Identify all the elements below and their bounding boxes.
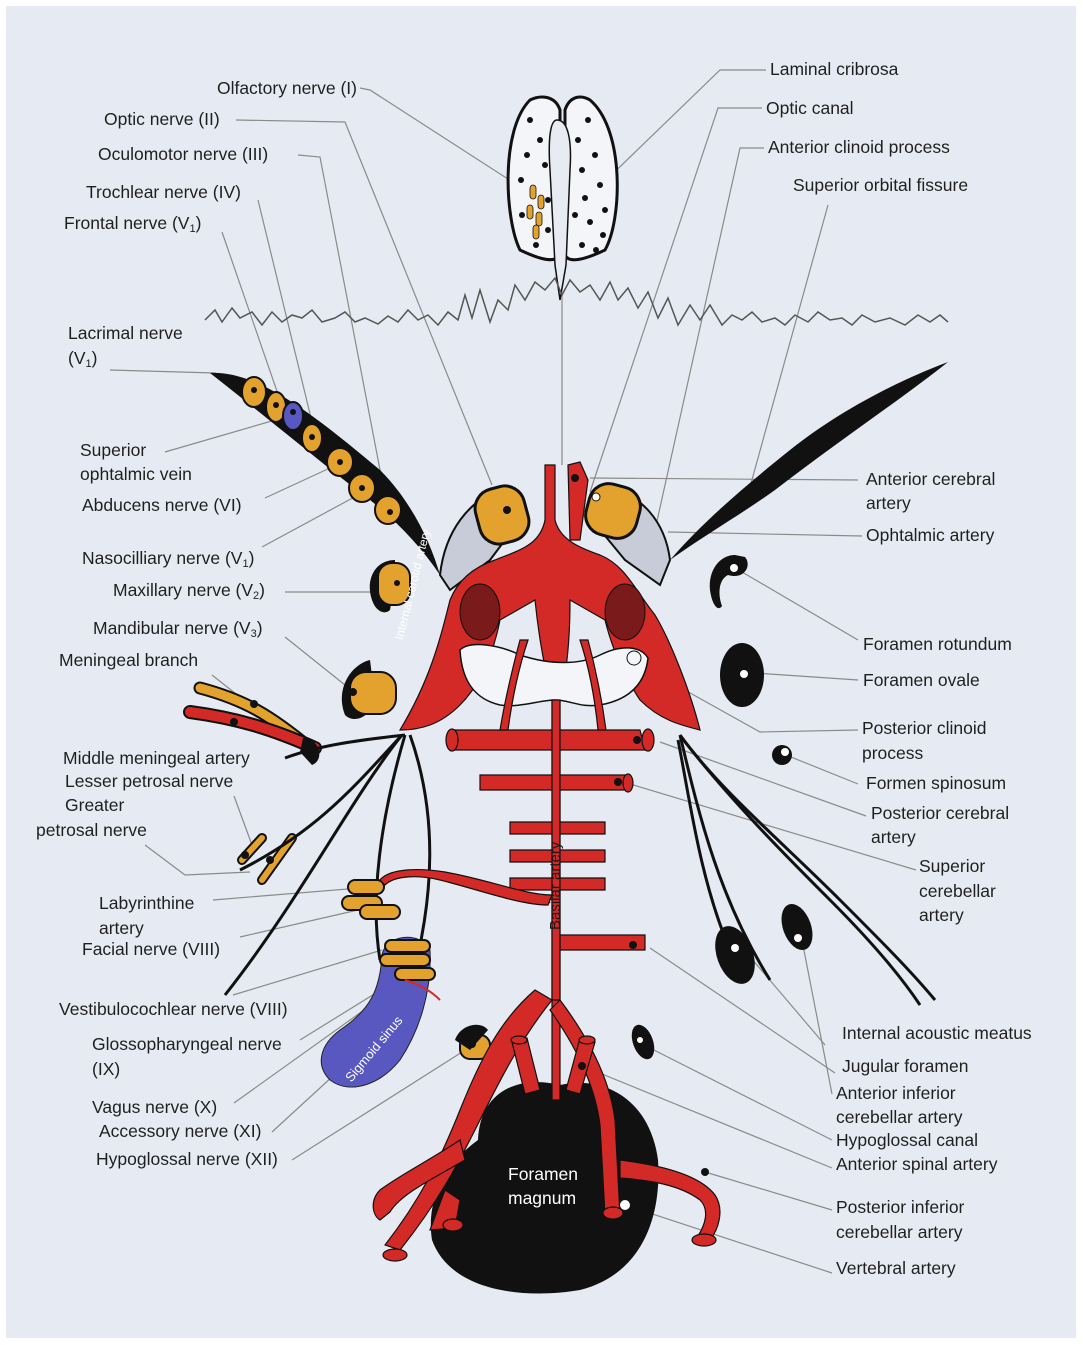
- label-foramen-ovale: Foramen ovale: [863, 668, 980, 693]
- label-glossopharyngeal-nerve-2: (IX): [92, 1057, 120, 1082]
- label-posterior-cerebral-artery: Posterior cerebral: [871, 801, 1009, 826]
- label-vestibulocochlear-nerve: Vestibulocochlear nerve (VIII): [59, 997, 288, 1022]
- label-pica: Posterior inferior: [836, 1195, 964, 1220]
- label-lacrimal-nerve: Lacrimal nerve: [68, 321, 183, 346]
- label-superior-cerebellar-artery-3: artery: [919, 903, 964, 928]
- label-greater-petrosal-nerve-2: petrosal nerve: [36, 818, 147, 843]
- label-foramen-rotundum: Foramen rotundum: [863, 632, 1012, 657]
- label-aica: Anterior inferior: [836, 1081, 956, 1106]
- label-vagus-nerve: Vagus nerve (X): [92, 1095, 217, 1120]
- label-hypoglossal-nerve: Hypoglossal nerve (XII): [96, 1147, 278, 1172]
- label-laminal-cribrosa: Laminal cribrosa: [770, 57, 898, 82]
- label-lesser-petrosal-nerve: Lesser petrosal nerve: [65, 769, 233, 794]
- sphenoid-edge: [205, 278, 948, 325]
- label-anterior-spinal-artery: Anterior spinal artery: [836, 1152, 997, 1177]
- label-labyrinthine-artery: Labyrinthine: [99, 891, 194, 916]
- label-superior-cerebellar-artery: Superior: [919, 854, 985, 879]
- label-abducens-nerve: Abducens nerve (VI): [82, 493, 242, 518]
- label-vertebral-artery: Vertebral artery: [836, 1256, 956, 1281]
- label-trochlear-nerve: Trochlear nerve (IV): [86, 180, 241, 205]
- label-foramen-spinosum: Formen spinosum: [866, 771, 1006, 796]
- label-optic-canal: Optic canal: [766, 96, 854, 121]
- label-lacrimal-nerve-abbrev: (V1): [68, 346, 97, 377]
- label-facial-nerve: Facial nerve (VIII): [82, 937, 220, 962]
- label-greater-petrosal-nerve: Greater: [65, 793, 124, 818]
- label-foramen-magnum: Foramen: [508, 1164, 578, 1185]
- label-optic-nerve: Optic nerve (II): [104, 107, 220, 132]
- left-lesser-wing: [210, 373, 440, 575]
- label-superior-ophtalmic-vein: Superior: [80, 438, 146, 463]
- cribriform-plate: [508, 97, 617, 300]
- label-hypoglossal-canal: Hypoglossal canal: [836, 1128, 978, 1153]
- label-superior-cerebellar-artery-2: cerebellar: [919, 879, 996, 904]
- label-nasociliary-nerve: Nasocilliary nerve (V1): [82, 546, 254, 577]
- label-posterior-clinoid-process-2: process: [862, 741, 923, 766]
- meningeal-vessels: [190, 688, 315, 748]
- label-middle-meningeal-artery: Middle meningeal artery: [63, 746, 250, 771]
- label-mandibular-nerve: Mandibular nerve (V3): [93, 616, 263, 647]
- label-aica-2: cerebellar artery: [836, 1105, 962, 1130]
- label-jugular-foramen: Jugular foramen: [842, 1054, 968, 1079]
- label-superior-ophtalmic-vein-2: ophtalmic vein: [80, 462, 192, 487]
- label-ophtalmic-artery: Ophtalmic artery: [866, 523, 994, 548]
- label-maxillary-nerve: Maxillary nerve (V2): [113, 578, 265, 609]
- label-olfactory-nerve: Olfactory nerve (I): [217, 76, 357, 101]
- label-posterior-clinoid-process: Posterior clinoid: [862, 716, 987, 741]
- label-anterior-clinoid-process: Anterior clinoid process: [768, 135, 950, 160]
- label-pica-2: cerebellar artery: [836, 1220, 962, 1245]
- label-internal-acoustic-meatus: Internal acoustic meatus: [842, 1021, 1032, 1046]
- label-frontal-nerve: Frontal nerve (V1): [64, 211, 201, 242]
- label-foramen-magnum-2: magnum: [508, 1188, 576, 1209]
- label-accessory-nerve: Accessory nerve (XI): [99, 1119, 261, 1144]
- label-anterior-cerebral-artery: Anterior cerebral: [866, 467, 995, 492]
- label-posterior-cerebral-artery-2: artery: [871, 825, 916, 850]
- label-meningeal-branch: Meningeal branch: [59, 648, 198, 673]
- label-anterior-cerebral-artery-2: artery: [866, 491, 911, 516]
- label-glossopharyngeal-nerve: Glossopharyngeal nerve: [92, 1032, 282, 1057]
- label-basilar-artery: Basilar artery: [547, 842, 564, 930]
- label-oculomotor-nerve: Oculomotor nerve (III): [98, 142, 268, 167]
- label-superior-orbital-fissure: Superior orbital fissure: [793, 173, 968, 198]
